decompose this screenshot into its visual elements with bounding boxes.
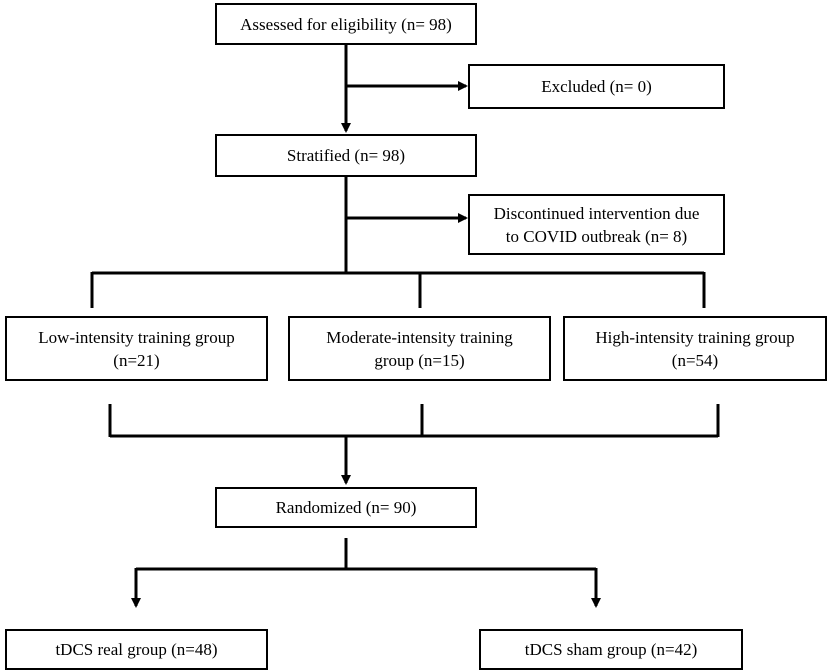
randomized-box: Randomized (n= 90)	[215, 487, 477, 528]
high-intensity-box: High-intensity training group (n=54)	[563, 316, 827, 381]
tdcs-real-box: tDCS real group (n=48)	[5, 629, 268, 670]
discontinued-box: Discontinued intervention due to COVID o…	[468, 194, 725, 255]
assessed-box: Assessed for eligibility (n= 98)	[215, 3, 477, 45]
moderate-intensity-box: Moderate-intensity training group (n=15)	[288, 316, 551, 381]
tdcs-sham-box: tDCS sham group (n=42)	[479, 629, 743, 670]
stratified-box: Stratified (n= 98)	[215, 134, 477, 177]
low-intensity-box: Low-intensity training group (n=21)	[5, 316, 268, 381]
excluded-box: Excluded (n= 0)	[468, 64, 725, 109]
